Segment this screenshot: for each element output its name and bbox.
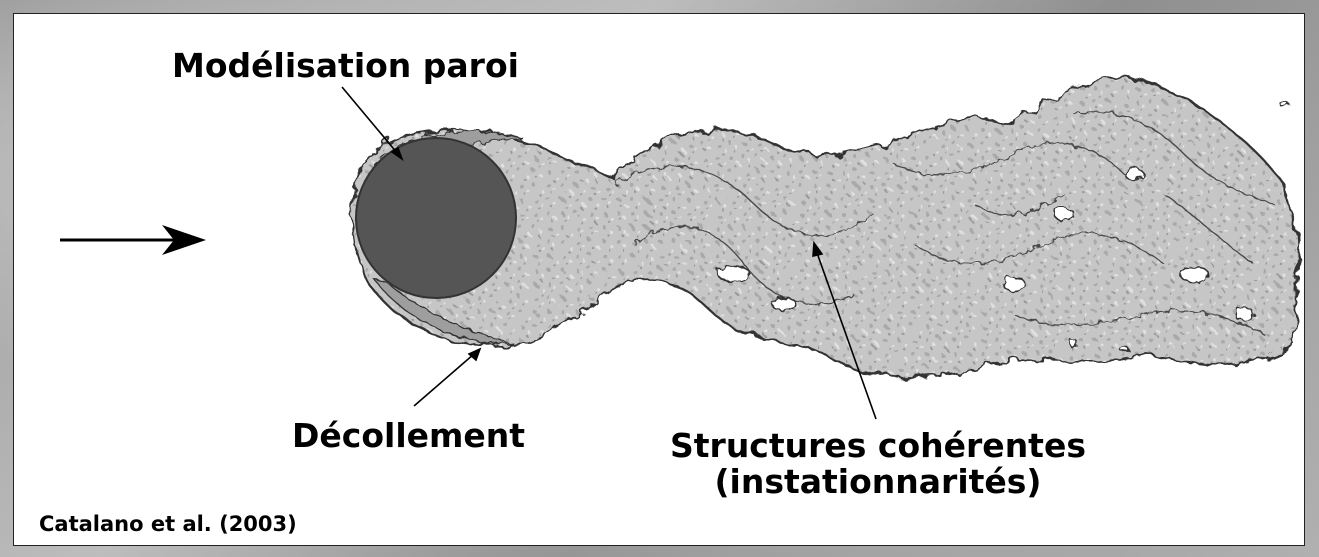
coherent-structures-label: Structures cohérentes (instationnarités) [670, 428, 1086, 500]
flow-direction-arrow-icon [60, 225, 206, 255]
separation-label: Décollement [292, 416, 525, 455]
flow-visualization [14, 14, 1304, 545]
figure-panel: Modélisation paroi Décollement Structure… [13, 13, 1305, 546]
coherent-structures-line1: Structures cohérentes [670, 428, 1086, 464]
cylinder-icon [356, 138, 516, 298]
wall-modeling-label: Modélisation paroi [172, 46, 519, 85]
pointer-wall-modeling [342, 87, 398, 154]
pointer-separation-head [469, 349, 480, 360]
citation: Catalano et al. (2003) [39, 512, 297, 536]
pointer-separation [414, 354, 474, 406]
coherent-structures-line2: (instationnarités) [670, 464, 1086, 500]
